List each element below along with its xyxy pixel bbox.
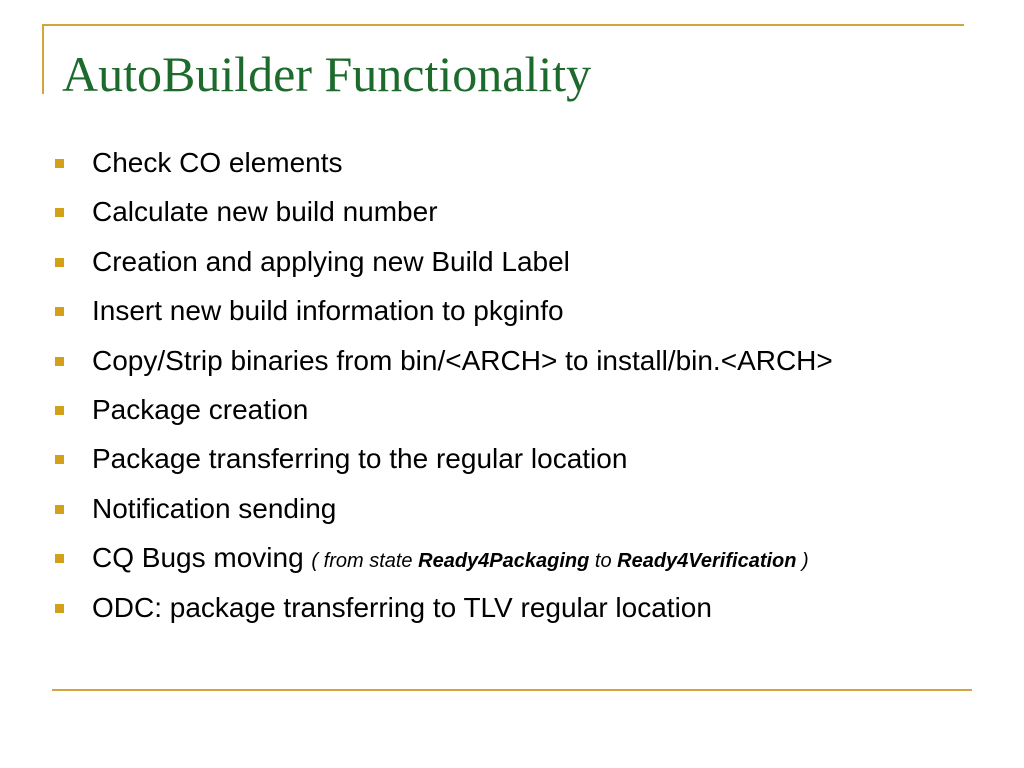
bullet-text: Copy/Strip binaries from bin/<ARCH> to i… [92,344,833,376]
bullet-text: Notification sending [92,492,337,524]
square-bullet-icon [55,159,64,168]
square-bullet-icon [55,405,64,415]
square-bullet-icon [55,208,64,218]
bullet-text: Package creation [92,393,309,425]
square-bullet-icon [55,307,64,317]
note-connector: to [594,550,612,573]
bullet-item-odc-transfer: ODC: package transferring to TLV regular… [55,586,833,635]
bullet-item-cq-bugs: CQ Bugs moving ( from state Ready4Packag… [55,536,833,585]
square-bullet-icon [55,554,64,564]
slide-title: AutoBuilder Functionality [62,46,592,102]
title-frame-top-line [42,24,964,26]
note-from-state: Ready4Packaging [418,550,590,573]
note-open: ( from state [311,550,413,573]
title-frame-left-line [42,24,44,94]
square-bullet-icon [55,257,64,267]
bullet-item-copy-strip: Copy/Strip binaries from bin/<ARCH> to i… [55,339,833,388]
bullet-text: Creation and applying new Build Label [92,245,570,277]
bullet-text: CQ Bugs moving [92,542,304,574]
bullet-list: Check CO elements Calculate new build nu… [55,141,833,635]
footer-divider-line [52,689,972,691]
note-to-state: Ready4Verification [617,550,797,573]
square-bullet-icon [55,455,64,465]
square-bullet-icon [55,603,64,613]
note-close: ) [802,550,809,573]
bullet-item-calculate-build: Calculate new build number [55,190,833,239]
bullet-text: Package transferring to the regular loca… [92,443,628,475]
square-bullet-icon [55,356,64,366]
bullet-text: Insert new build information to pkginfo [92,295,564,327]
bullet-text: ODC: package transferring to TLV regular… [92,591,712,623]
cq-bugs-state-note: ( from state Ready4Packaging to Ready4Ve… [311,550,808,572]
bullet-text: Check CO elements [92,147,343,178]
bullet-item-check-co: Check CO elements [55,141,833,190]
bullet-item-package-transfer: Package transferring to the regular loca… [55,437,833,486]
bullet-item-build-label: Creation and applying new Build Label [55,240,833,289]
bullet-text: Calculate new build number [92,196,438,228]
bullet-item-package-creation: Package creation [55,388,833,437]
square-bullet-icon [55,504,64,514]
bullet-item-pkginfo: Insert new build information to pkginfo [55,289,833,338]
bullet-item-notification: Notification sending [55,487,833,536]
